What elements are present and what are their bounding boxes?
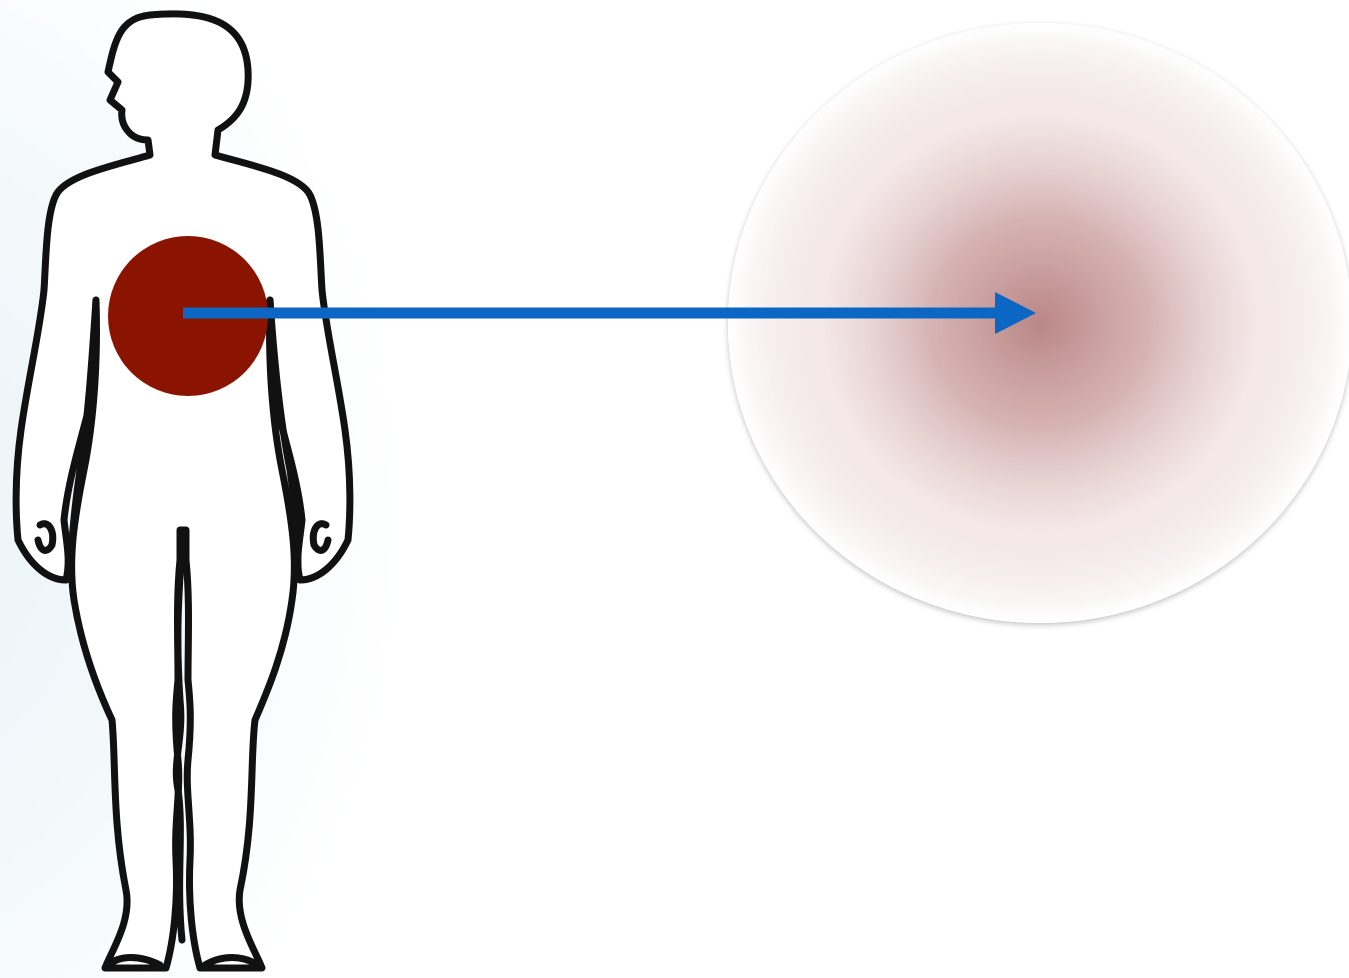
leg-separation [176,530,183,940]
magnified-region-circle [728,23,1349,623]
human-body-outline-icon [16,14,350,968]
